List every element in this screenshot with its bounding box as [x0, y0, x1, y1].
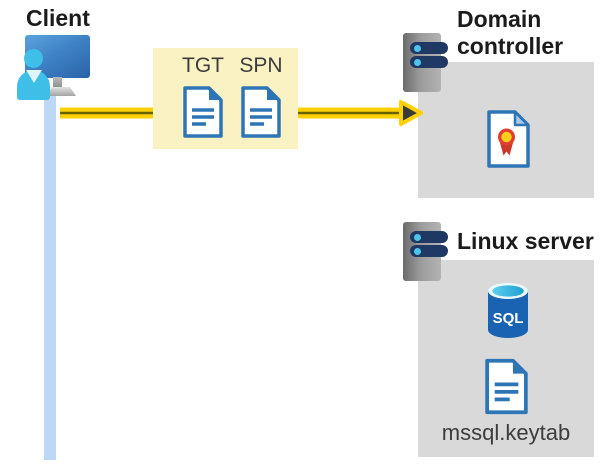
certificate-icon	[487, 110, 530, 168]
person-icon	[24, 49, 43, 68]
server-drive-icon	[410, 245, 448, 257]
server-led-icon	[414, 233, 421, 241]
client-timeline-line	[44, 93, 56, 460]
spn-label: SPN	[239, 54, 283, 77]
client-label: Client	[26, 5, 90, 31]
linux-server-title: Linux server	[457, 228, 594, 254]
linux-server-icon	[403, 222, 448, 281]
server-drive-icon	[410, 56, 448, 68]
domain-controller-server-icon	[403, 33, 448, 92]
monitor-stand-base-icon	[46, 87, 76, 96]
keytab-document-icon	[485, 358, 528, 415]
keytab-filename-label: mssql.keytab	[441, 420, 571, 445]
server-led-icon	[414, 58, 421, 66]
server-led-icon	[414, 247, 421, 255]
sql-database-icon: SQL	[488, 283, 528, 338]
monitor-stand-icon	[53, 77, 62, 88]
domain-controller-title: Domain controller	[457, 6, 564, 59]
tgt-label: TGT	[182, 54, 224, 77]
server-drive-icon	[410, 42, 448, 54]
server-led-icon	[414, 44, 421, 52]
ticket-highlight-box: TGT SPN	[153, 48, 298, 149]
server-drive-icon	[410, 231, 448, 243]
tgt-document-icon	[183, 86, 223, 138]
sql-label: SQL	[493, 310, 524, 327]
spn-document-icon	[241, 86, 281, 138]
